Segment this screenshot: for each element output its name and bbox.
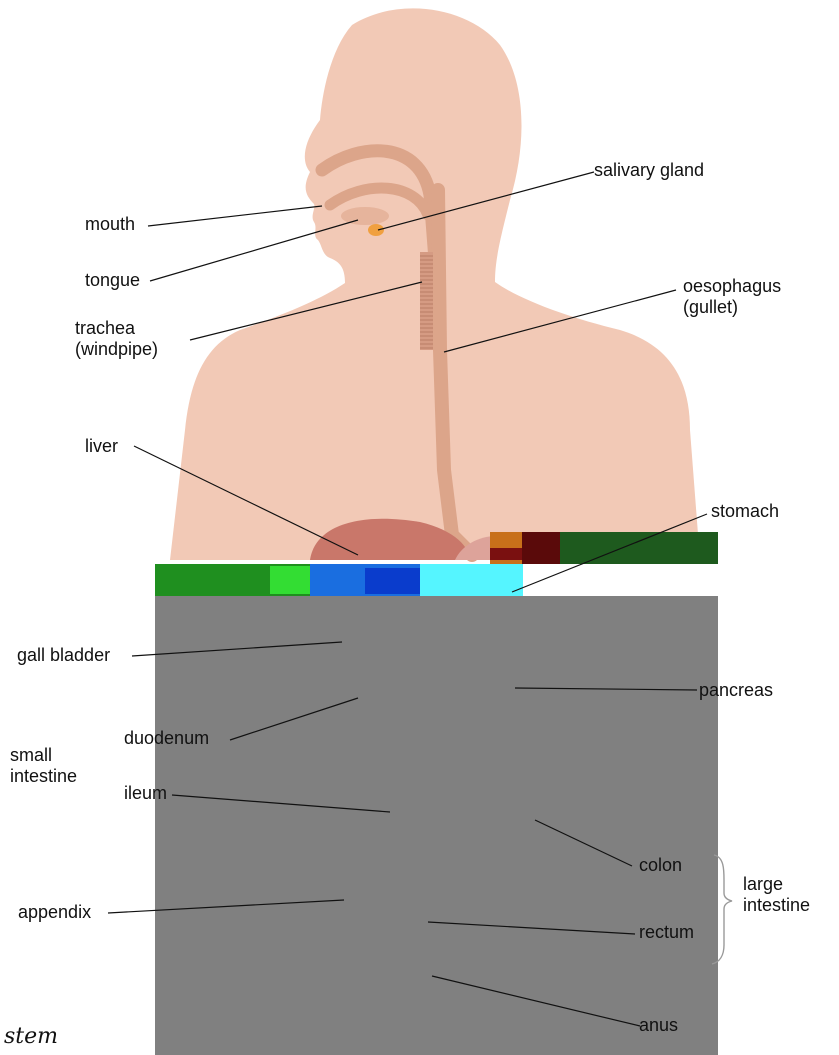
label-stomach: stomach <box>711 501 779 522</box>
salivary-gland-shape <box>368 224 384 236</box>
caption-fragment: stem <box>4 1024 58 1049</box>
label-colon: colon <box>639 855 682 876</box>
trachea-tube <box>420 252 433 350</box>
label-small-intestine: small intestine <box>10 745 77 787</box>
glitch-cyan <box>420 564 523 596</box>
label-gall-bladder: gall bladder <box>17 645 110 666</box>
glitch-bright-green <box>270 566 310 594</box>
glitch-dark-red <box>522 532 560 564</box>
label-anus: anus <box>639 1015 678 1036</box>
label-ileum: ileum <box>124 783 167 804</box>
glitch-red-strip <box>490 548 522 560</box>
label-tongue: tongue <box>85 270 140 291</box>
leader-mouth <box>148 206 322 226</box>
label-rectum: rectum <box>639 922 694 943</box>
label-liver: liver <box>85 436 118 457</box>
label-mouth: mouth <box>85 214 135 235</box>
label-pancreas: pancreas <box>699 680 773 701</box>
occluded-abdomen-region <box>155 596 718 1055</box>
label-oesophagus: oesophagus (gullet) <box>683 276 781 318</box>
label-trachea: trachea (windpipe) <box>75 318 158 360</box>
label-large-intestine: large intestine <box>743 874 810 916</box>
label-duodenum: duodenum <box>124 728 209 749</box>
glitch-dark-green <box>560 532 718 564</box>
label-appendix: appendix <box>18 902 91 923</box>
glitch-dark-blue <box>365 568 420 594</box>
label-salivary-gland: salivary gland <box>594 160 704 181</box>
